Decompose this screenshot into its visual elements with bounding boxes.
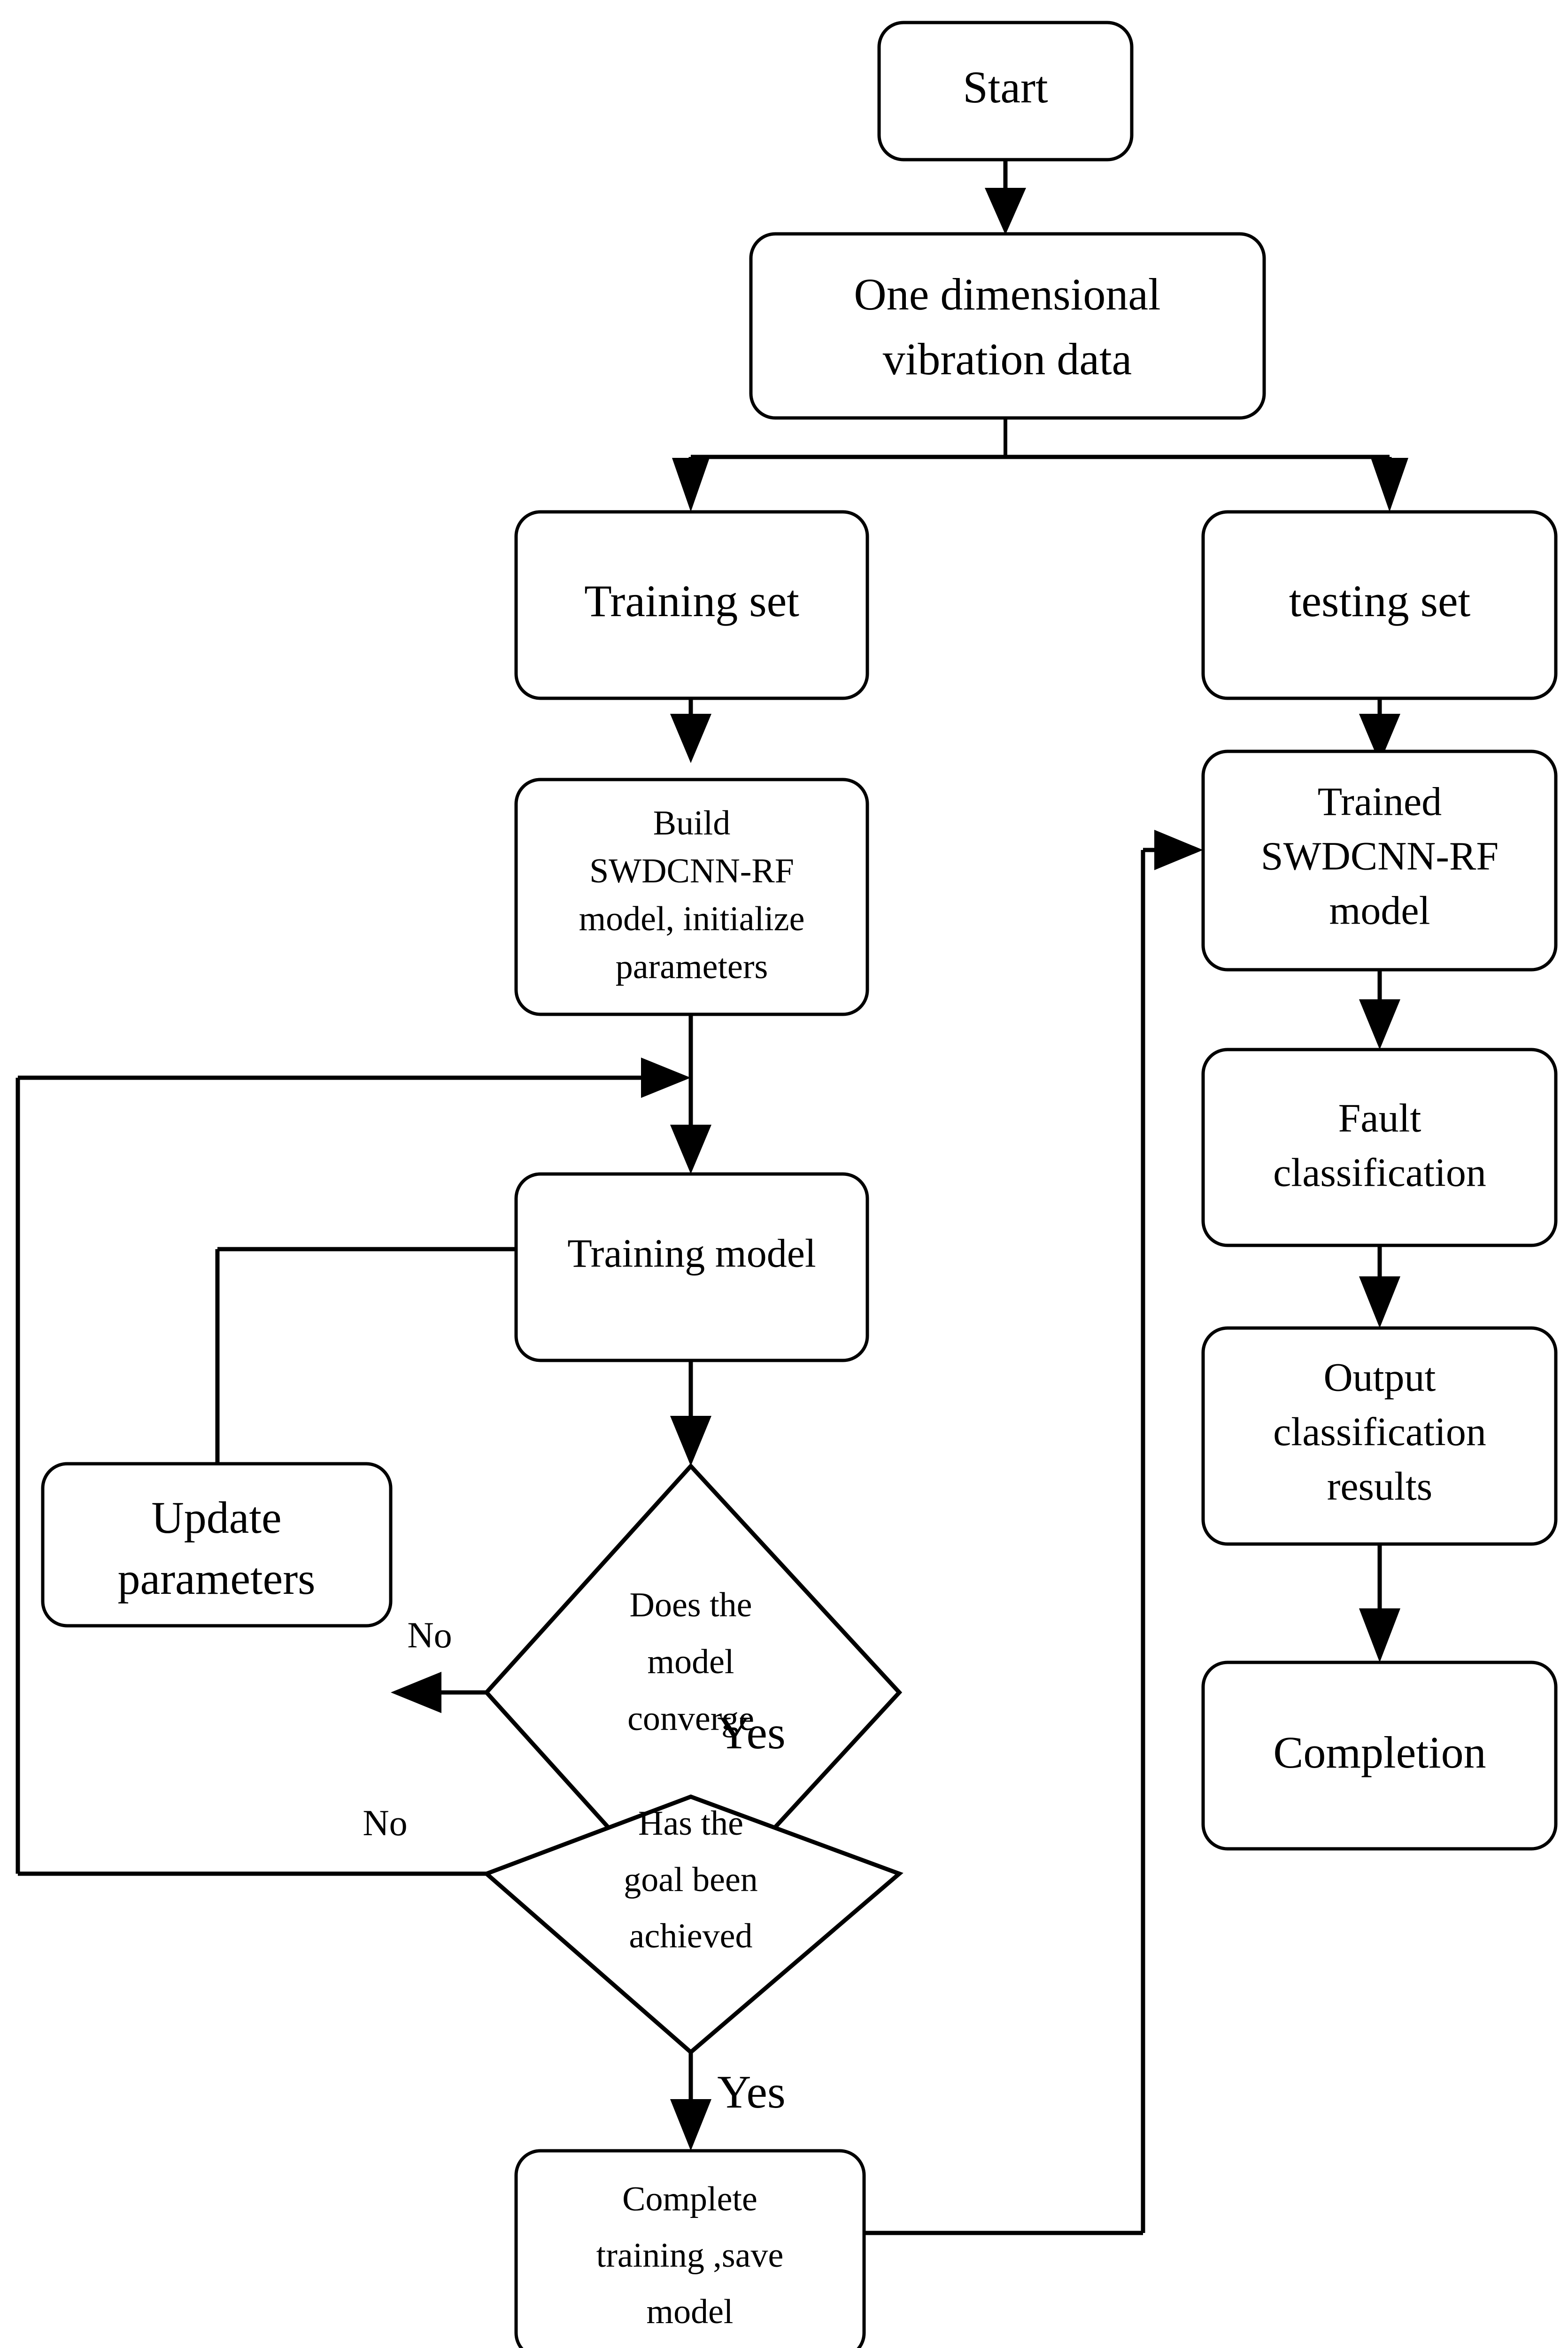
edge-training-set-to-build-model bbox=[670, 698, 711, 763]
edge-label-converge-no: No bbox=[407, 1614, 452, 1655]
node-converge-line2: model bbox=[648, 1643, 734, 1681]
node-vibration-data-line2: vibration data bbox=[883, 334, 1132, 384]
node-output-results[interactable]: Output classification results bbox=[1201, 1326, 1558, 1546]
node-build-model[interactable]: Build SWDCNN-RF model, initialize parame… bbox=[514, 778, 869, 1016]
node-trained-model-line3: model bbox=[1329, 888, 1430, 933]
node-completion[interactable]: Completion bbox=[1201, 1661, 1558, 1851]
node-output-results-line1: Output bbox=[1324, 1355, 1436, 1400]
node-goal-line1: Has the bbox=[638, 1804, 743, 1843]
edge-build-model-to-training-model bbox=[670, 1014, 711, 1174]
node-build-model-line2: SWDCNN-RF bbox=[589, 852, 794, 890]
node-training-set[interactable]: Training set bbox=[514, 510, 869, 700]
node-complete-training-line3: model bbox=[647, 2293, 734, 2331]
node-build-model-line3: model, initialize bbox=[579, 900, 805, 938]
node-fault-classification-line1: Fault bbox=[1338, 1096, 1421, 1141]
edge-testing-set-to-trained-model bbox=[1359, 698, 1400, 763]
node-completion-label: Completion bbox=[1273, 1727, 1486, 1777]
node-goal-line2: goal been bbox=[624, 1861, 758, 1899]
node-update-params-line2: parameters bbox=[117, 1553, 315, 1604]
node-trained-model-line1: Trained bbox=[1318, 779, 1442, 824]
edge-label-goal-no: No bbox=[363, 1802, 407, 1843]
node-complete-training-line1: Complete bbox=[622, 2180, 757, 2218]
node-fault-classification-line2: classification bbox=[1273, 1150, 1486, 1195]
node-complete-training-line2: training ,save bbox=[596, 2236, 784, 2275]
edge-training-model-to-converge bbox=[670, 1360, 711, 1466]
node-goal-decision[interactable]: Has the goal been achieved bbox=[482, 1794, 904, 2055]
node-output-results-line3: results bbox=[1327, 1464, 1433, 1509]
edge-converge-no-to-update-params bbox=[391, 1672, 487, 1713]
edge-start-to-vibration-data bbox=[985, 160, 1026, 235]
node-testing-set-label: testing set bbox=[1289, 576, 1471, 626]
edge-output-to-completion bbox=[1359, 1544, 1400, 1662]
edge-vibration-data-split bbox=[672, 418, 1408, 512]
edge-label-goal-yes: Yes bbox=[717, 2066, 786, 2118]
node-build-model-line1: Build bbox=[653, 804, 730, 842]
edge-goal-no-return-loop bbox=[15, 1058, 691, 1876]
edge-label-converge-yes: Yes bbox=[717, 1707, 786, 1759]
node-training-set-label: Training set bbox=[584, 576, 799, 626]
node-start-label: Start bbox=[963, 62, 1048, 112]
edge-complete-training-to-trained-model bbox=[859, 830, 1203, 2235]
node-testing-set[interactable]: testing set bbox=[1201, 510, 1558, 700]
node-vibration-data[interactable]: One dimensional vibration data bbox=[749, 232, 1266, 420]
node-fault-classification[interactable]: Fault classification bbox=[1201, 1048, 1558, 1247]
node-update-params-line1: Update bbox=[151, 1492, 281, 1543]
node-training-model[interactable]: Training model bbox=[514, 1172, 869, 1362]
node-vibration-data-line1: One dimensional bbox=[854, 269, 1160, 319]
node-converge-line1: Does the bbox=[630, 1586, 752, 1624]
node-goal-line3: achieved bbox=[629, 1917, 753, 1955]
node-trained-model-line2: SWDCNN-RF bbox=[1261, 834, 1499, 879]
node-output-results-line2: classification bbox=[1273, 1409, 1486, 1454]
edge-goal-yes-to-complete-training bbox=[670, 2052, 711, 2151]
node-converge-line3: converge bbox=[627, 1699, 754, 1738]
node-complete-training[interactable]: Complete training ,save model bbox=[514, 2149, 866, 2348]
node-build-model-line4: parameters bbox=[616, 948, 768, 986]
node-update-params[interactable]: Update parameters bbox=[41, 1462, 393, 1628]
node-trained-model[interactable]: Trained SWDCNN-RF model bbox=[1201, 749, 1558, 972]
node-start[interactable]: Start bbox=[877, 21, 1134, 162]
node-training-model-label: Training model bbox=[567, 1231, 816, 1276]
edge-fault-classification-to-output bbox=[1359, 1245, 1400, 1328]
edge-trained-model-to-fault-classification bbox=[1359, 970, 1400, 1050]
